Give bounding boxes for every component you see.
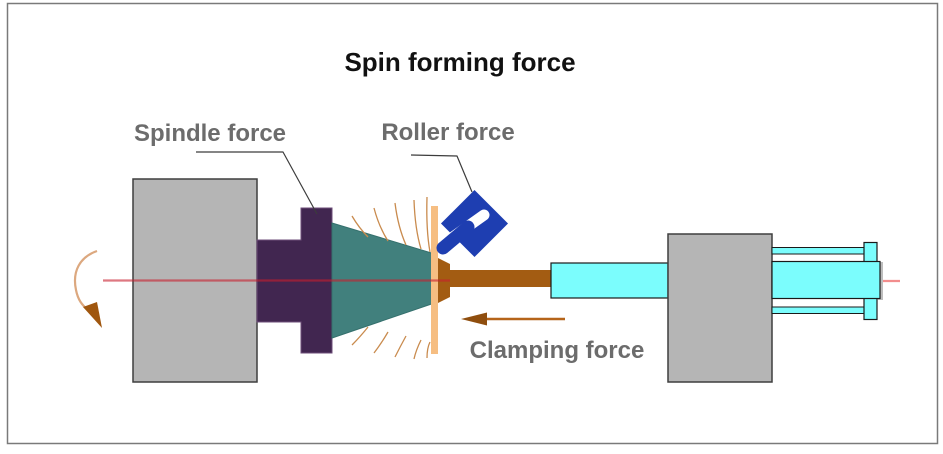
tie-rod-bottom bbox=[771, 306, 877, 314]
tailstock-block bbox=[667, 233, 773, 383]
spindle-force-label: Spindle force bbox=[134, 120, 286, 147]
clamping-force-label: Clamping force bbox=[470, 337, 645, 364]
tailstock-rod bbox=[450, 270, 552, 287]
flow-line bbox=[373, 331, 389, 354]
flow-line bbox=[426, 196, 431, 253]
tie-rod-top bbox=[771, 247, 877, 255]
diagram-frame bbox=[6, 2, 939, 445]
rotation-arrowhead-icon bbox=[83, 302, 102, 328]
flow-line bbox=[413, 199, 422, 250]
flow-line bbox=[413, 339, 422, 360]
flow-line bbox=[394, 202, 407, 246]
cylinder-body bbox=[771, 260, 881, 300]
roller-leader-line bbox=[410, 154, 473, 193]
roller-force-label: Roller force bbox=[381, 119, 514, 146]
flow-line bbox=[394, 335, 407, 358]
flow-line bbox=[351, 326, 369, 346]
flow-line bbox=[373, 207, 389, 242]
flow-lines bbox=[351, 196, 431, 360]
roller-tool-icon bbox=[436, 189, 509, 258]
roller-arm bbox=[436, 220, 475, 255]
flow-line bbox=[426, 341, 431, 359]
rotation-arc-icon bbox=[73, 249, 98, 311]
spindle-leader-line bbox=[196, 151, 318, 215]
diagram-title: Spin forming force bbox=[344, 47, 575, 77]
tailstock-quill bbox=[550, 262, 669, 299]
flow-line bbox=[351, 215, 369, 238]
clamping-arrowhead-icon bbox=[461, 312, 487, 326]
